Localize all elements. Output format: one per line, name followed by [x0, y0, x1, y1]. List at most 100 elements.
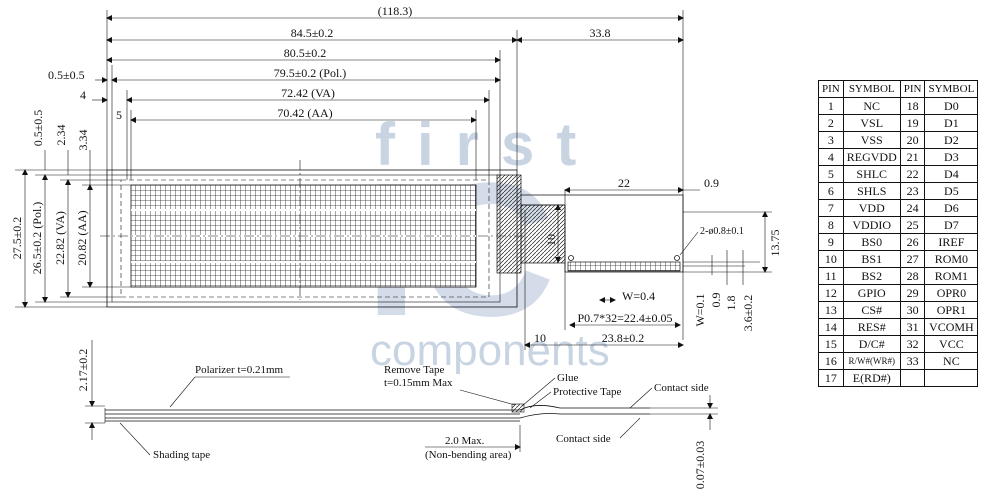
pin-number-cell: 19 [899, 114, 926, 132]
label-contact-side-top: Contact side [654, 382, 709, 394]
pin-symbol-cell: RES# [842, 318, 901, 336]
driver-ic [496, 174, 522, 274]
pin-symbol-cell: CS# [842, 301, 901, 319]
label-glue: Glue [557, 372, 579, 384]
pin-symbol-cell: BS2 [842, 267, 901, 285]
label-polarizer: Polarizer t=0.21mm [195, 364, 284, 376]
pin-number-cell: 20 [899, 131, 926, 149]
pin-symbol-cell [924, 369, 979, 387]
pin-number-cell: 29 [899, 284, 926, 302]
pin-number-cell [899, 369, 926, 387]
pin-number-cell: 23 [899, 182, 926, 200]
pin-symbol-cell: OPR0 [924, 284, 979, 302]
pin-symbol-cell: ROM0 [924, 250, 979, 268]
dim-1-8: 1.8 [724, 296, 738, 311]
pin-symbol-cell: VSL [842, 114, 901, 132]
pin-symbol-cell: GPIO [842, 284, 901, 302]
label-shading-tape: Shading tape [153, 449, 210, 461]
dim-glass-height: 27.5±0.2 [10, 217, 24, 260]
dim-offset-0-5: 0.5±0.5 [48, 68, 85, 82]
dim-fpc-10-vertical: 10 [544, 234, 558, 246]
dim-offset-4: 4 [80, 88, 86, 102]
dim-top-0-5: 0.5±0.5 [31, 110, 45, 147]
dim-fpc-22: 22 [618, 176, 630, 190]
pin-symbol-cell: BS0 [842, 233, 901, 251]
pin-number-cell: 16 [818, 352, 844, 370]
pin-number-cell: 4 [818, 148, 844, 166]
pin-number-cell: 18 [899, 97, 926, 115]
dim-glass-width: 84.5±0.2 [291, 26, 334, 40]
dim-thickness: 2.17±0.2 [76, 349, 90, 392]
pin-number-cell: 25 [899, 216, 926, 234]
pin-symbol-cell: REGVDD [842, 148, 901, 166]
pin-symbol-cell: D0 [924, 97, 979, 115]
pin-table-header: PIN SYMBOL PIN SYMBOL [818, 80, 979, 98]
dim-pin-w: W=0.4 [622, 289, 655, 303]
fpc-hole-right [674, 255, 680, 261]
pin-symbol-cell: VCOMH [924, 318, 979, 336]
dim-fpc-13-75: 13.75 [768, 230, 782, 257]
pin-symbol-cell: VDD [842, 199, 901, 217]
label-non-bending-2: (Non-bending area) [425, 449, 512, 461]
pin-number-cell: 17 [818, 369, 844, 387]
pin-symbol-cell: VDDIO [842, 216, 901, 234]
fpc-pins [567, 261, 681, 272]
dim-aa-width: 70.42 (AA) [277, 106, 332, 120]
dim-fpc-23-8: 23.8±0.2 [602, 331, 645, 345]
side-view: 2.17±0.2 Polarizer t=0.21mm Remove Tape … [76, 340, 718, 489]
pin-symbol-cell: D7 [924, 216, 979, 234]
pin-number-cell: 24 [899, 199, 926, 217]
pin-number-cell: 8 [818, 216, 844, 234]
pin-number-cell: 3 [818, 131, 844, 149]
dim-fpc-thickness: 0.07±0.03 [693, 441, 707, 490]
watermark-line3: components [370, 326, 610, 375]
pin-number-cell: 22 [899, 165, 926, 183]
label-protective-tape: Protective Tape [553, 386, 621, 398]
pin-symbol-cell: D2 [924, 131, 979, 149]
pin-number-cell: 12 [818, 284, 844, 302]
pin-number-cell: 21 [899, 148, 926, 166]
pin-symbol-cell: D4 [924, 165, 979, 183]
dim-3-6: 3.6±0.2 [741, 295, 755, 332]
pin-number-cell: 11 [818, 267, 844, 285]
pin-symbol-cell: SHLS [842, 182, 901, 200]
pin-symbol-cell: D3 [924, 148, 979, 166]
dim-top-2-34: 2.34 [54, 125, 68, 146]
pin-symbol-cell: VSS [842, 131, 901, 149]
pin-number-cell: 9 [818, 233, 844, 251]
note-holes: 2-ø0.8±0.1 [700, 226, 744, 237]
header-symbol-2: SYMBOL [924, 80, 979, 98]
pin-symbol-cell: OPR1 [924, 301, 979, 319]
pin-number-cell: 10 [818, 250, 844, 268]
pin-symbol-cell: NC [924, 352, 979, 370]
pin-symbol-cell: SHLC [842, 165, 901, 183]
viewing-area-outline [120, 179, 490, 298]
label-remove-tape-2: t=0.15mm Max [384, 377, 453, 389]
pin-number-cell: 27 [899, 250, 926, 268]
pin-symbol-cell: VCC [924, 335, 979, 353]
pin-symbol-cell: D6 [924, 199, 979, 217]
header-pin-1: PIN [818, 80, 844, 98]
pin-number-cell: 7 [818, 199, 844, 217]
front-view: (118.3) 84.5±0.2 33.8 80.5±0.2 79.5±0.2 … [10, 4, 782, 350]
pin-number-cell: 30 [899, 301, 926, 319]
dim-fpc-length: 33.8 [590, 26, 611, 40]
dim-top-3-34: 3.34 [76, 130, 90, 151]
dim-fpc-10-horizontal: 10 [534, 331, 546, 345]
label-contact-side-bottom: Contact side [556, 433, 611, 445]
dim-aa-height: 20.82 (AA) [75, 210, 89, 265]
pin-number-cell: 6 [818, 182, 844, 200]
dim-w-0-1: W=0.1 [693, 293, 707, 326]
